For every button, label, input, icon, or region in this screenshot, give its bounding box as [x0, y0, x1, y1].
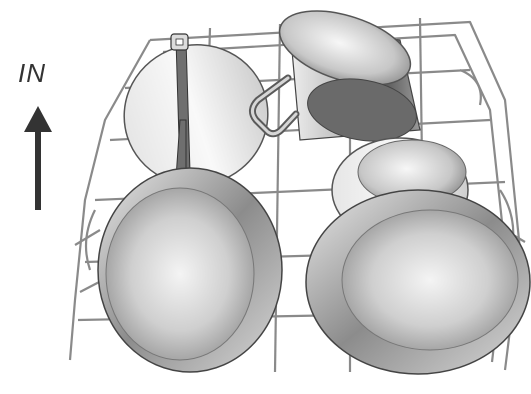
arrow-up-icon — [24, 106, 52, 210]
frying-pan-icon — [306, 190, 530, 374]
direction-label: IN — [18, 58, 46, 89]
